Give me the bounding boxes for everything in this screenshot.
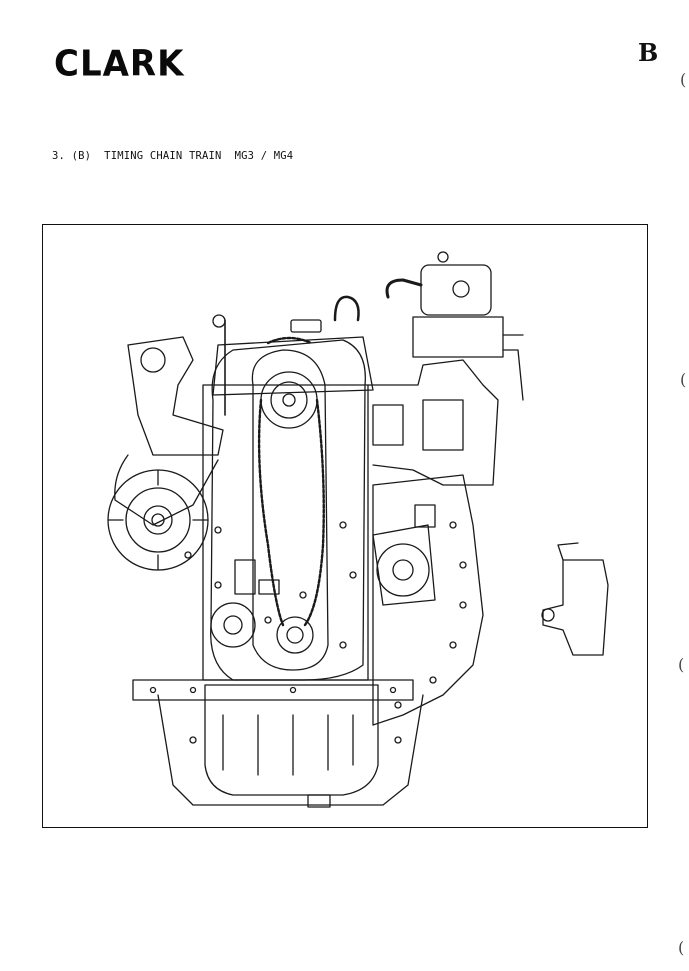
margin-mark: ( (680, 70, 687, 89)
section-heading: 3. (B) TIMING CHAIN TRAIN MG3 / MG4 (52, 150, 294, 162)
figure-frame (42, 224, 648, 828)
clark-logo: CLARK (54, 43, 185, 85)
margin-mark: ( (678, 938, 685, 957)
margin-mark: ( (680, 370, 687, 389)
section-letter: B (638, 38, 659, 67)
margin-mark: ( (678, 655, 685, 674)
engine-timing-chain-drawing-icon (107, 251, 609, 808)
